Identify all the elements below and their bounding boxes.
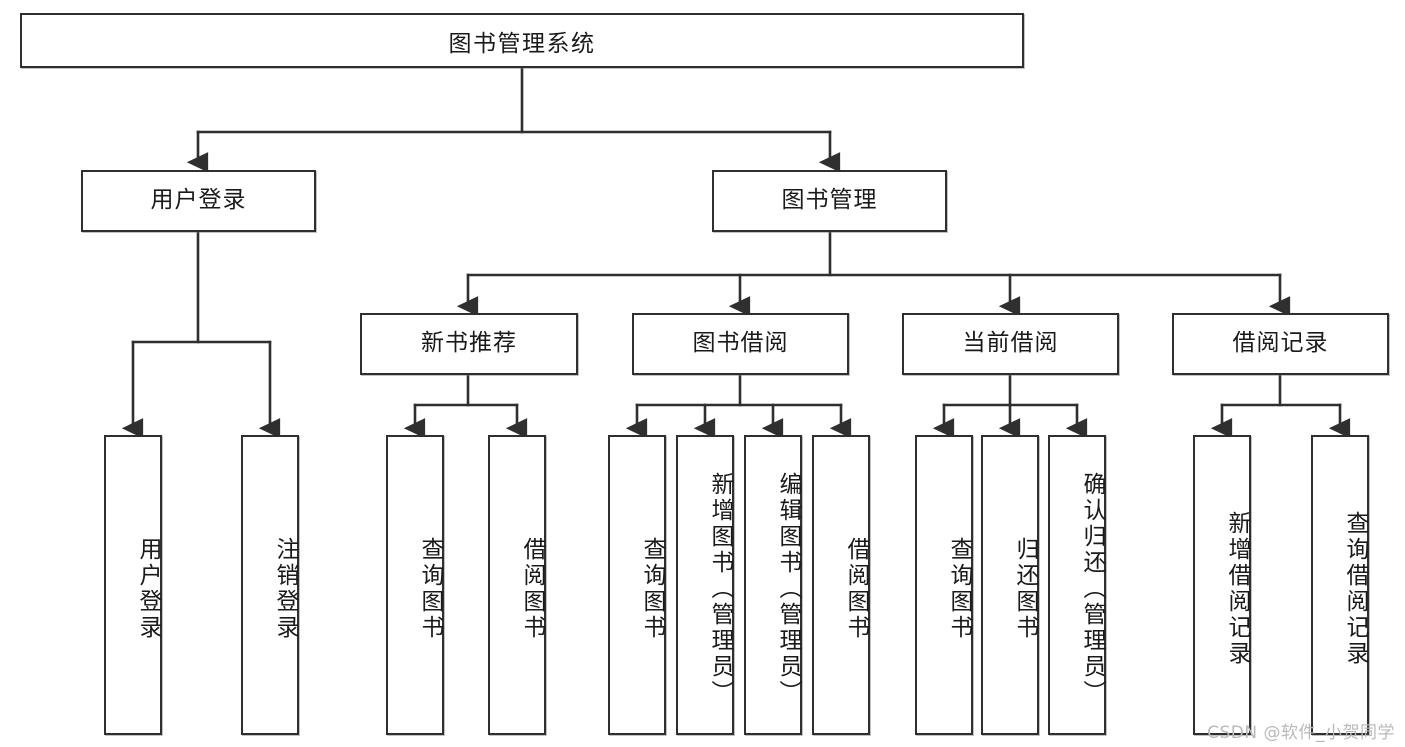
leaf-borrow-add-book-admin[interactable]: 新增图书（管理员） xyxy=(676,435,734,735)
node-label: 用户登录 xyxy=(135,537,161,641)
node-book-management[interactable]: 图书管理 xyxy=(712,170,947,232)
node-label: 查询借阅记录 xyxy=(1342,511,1368,667)
node-current-borrow[interactable]: 当前借阅 xyxy=(902,313,1119,375)
node-label: 用户登录 xyxy=(150,187,247,214)
node-user-login[interactable]: 用户登录 xyxy=(81,170,316,232)
node-label: 注销登录 xyxy=(272,537,298,641)
node-label: 新增图书（管理员） xyxy=(707,472,733,706)
leaf-record-query-record[interactable]: 查询借阅记录 xyxy=(1311,435,1369,735)
leaf-current-return-book[interactable]: 归还图书 xyxy=(981,435,1039,735)
leaf-borrow-borrow-book[interactable]: 借阅图书 xyxy=(812,435,870,735)
node-label: 图书管理 xyxy=(781,187,878,214)
leaf-borrow-edit-book-admin[interactable]: 编辑图书（管理员） xyxy=(744,435,802,735)
node-label: 借阅图书 xyxy=(519,537,545,641)
leaf-record-add-record[interactable]: 新增借阅记录 xyxy=(1193,435,1251,735)
node-new-book-recommend[interactable]: 新书推荐 xyxy=(360,313,578,375)
node-label: 查询图书 xyxy=(639,537,665,641)
leaf-new-book-query[interactable]: 查询图书 xyxy=(386,435,444,735)
node-label: 图书管理系统 xyxy=(448,30,596,57)
watermark-text: CSDN @软件_小贺同学 xyxy=(1207,723,1395,743)
node-label: 图书借阅 xyxy=(692,330,789,357)
leaf-borrow-query-book[interactable]: 查询图书 xyxy=(608,435,666,735)
node-label: 确认归还（管理员） xyxy=(1079,472,1105,706)
leaf-user-login-logout[interactable]: 注销登录 xyxy=(241,435,299,735)
node-label: 新增借阅记录 xyxy=(1224,511,1250,667)
node-label: 查询图书 xyxy=(417,537,443,641)
node-label: 借阅记录 xyxy=(1232,330,1329,357)
leaf-current-query-book[interactable]: 查询图书 xyxy=(915,435,973,735)
node-borrow-record[interactable]: 借阅记录 xyxy=(1172,313,1389,375)
node-label: 新书推荐 xyxy=(421,330,517,357)
leaf-user-login-login[interactable]: 用户登录 xyxy=(104,435,162,735)
node-label: 借阅图书 xyxy=(843,537,869,641)
leaf-new-book-borrow[interactable]: 借阅图书 xyxy=(488,435,546,735)
node-label: 查询图书 xyxy=(946,537,972,641)
node-label: 当前借阅 xyxy=(962,330,1059,357)
leaf-current-confirm-return-admin[interactable]: 确认归还（管理员） xyxy=(1048,435,1106,735)
node-label: 编辑图书（管理员） xyxy=(775,472,801,706)
node-root-system[interactable]: 图书管理系统 xyxy=(20,13,1024,68)
node-book-borrow[interactable]: 图书借阅 xyxy=(632,313,849,375)
node-label: 归还图书 xyxy=(1012,537,1038,641)
